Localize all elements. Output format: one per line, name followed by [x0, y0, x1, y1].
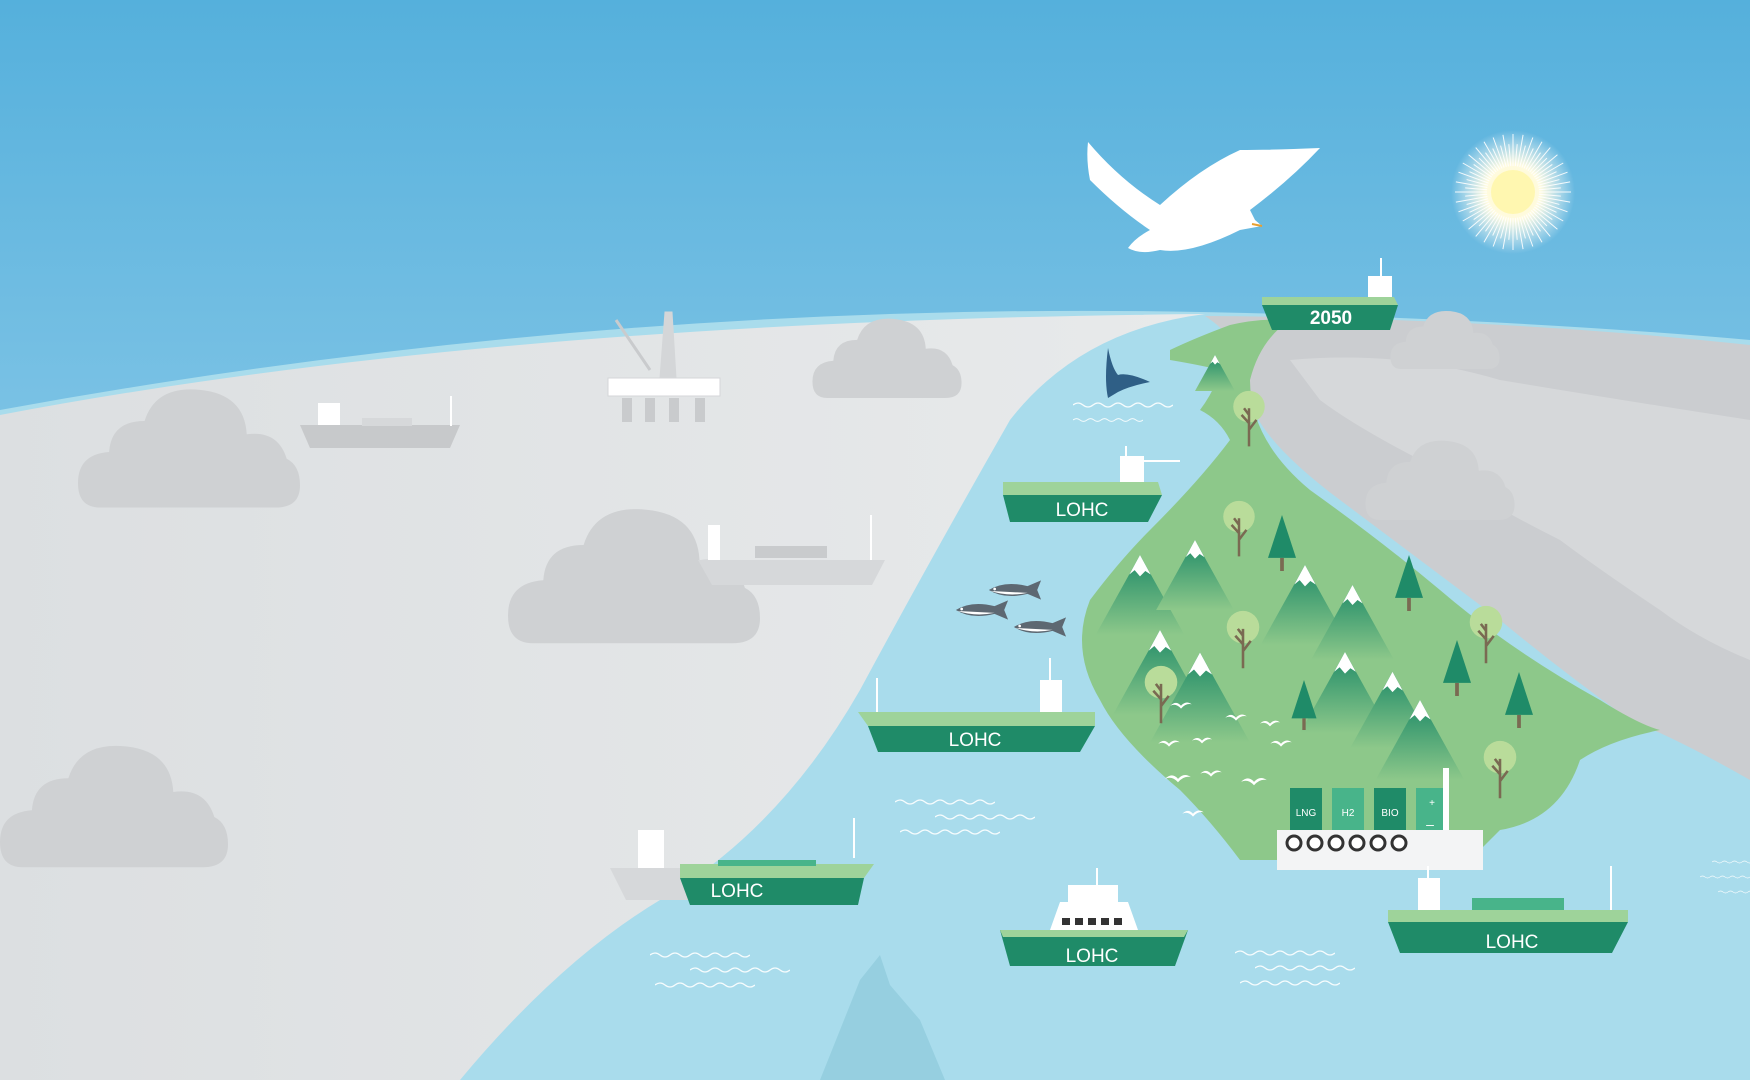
- tire-fender-icon: [1390, 834, 1408, 852]
- tire-fender-icon: [1327, 834, 1345, 852]
- ship-lohc-2: LOHC: [858, 658, 1095, 752]
- ship-label: LOHC: [1056, 500, 1109, 521]
- tank-label: LNG: [1296, 808, 1317, 819]
- grey-ship: [698, 515, 885, 585]
- ship-lohc-5: LOHC: [1388, 866, 1628, 953]
- grey-land-right-detail: [1290, 357, 1750, 660]
- tank-label: +: [1429, 798, 1435, 809]
- grey-land-left: [0, 314, 1205, 1080]
- fuel-tank: BIO: [1374, 788, 1406, 830]
- oil-rig-icon: [607, 311, 721, 422]
- seagull-icon: [1087, 142, 1320, 253]
- tire-fender-icon: [1348, 834, 1366, 852]
- ship-lohc-3: LOHC: [680, 818, 874, 905]
- ship-lohc-1: LOHC: [1003, 446, 1180, 522]
- fuel-station: LNG H2 BIO + –: [1277, 768, 1483, 870]
- ship-2050: 2050: [1262, 258, 1398, 330]
- sun-icon: [1451, 130, 1575, 254]
- ship-label: LOHC: [1486, 932, 1539, 953]
- tire-fender-icon: [1369, 834, 1387, 852]
- whale-tail-icon: [1106, 348, 1150, 398]
- ferry-windows: [1062, 918, 1122, 925]
- battery-minus: –: [1426, 816, 1434, 832]
- ship-label: LOHC: [949, 730, 1002, 751]
- ship-lohc-ferry: LOHC: [1000, 868, 1188, 967]
- sea-shadow: [820, 955, 945, 1080]
- tire-fender-icon: [1306, 834, 1324, 852]
- fuel-tank: H2: [1332, 788, 1364, 830]
- ship-label: 2050: [1310, 308, 1352, 329]
- battery-icon: +: [1416, 788, 1448, 830]
- tank-label: BIO: [1381, 808, 1398, 819]
- ship-label: LOHC: [711, 881, 764, 902]
- grey-ship: [300, 396, 460, 448]
- fuel-tank: LNG: [1290, 788, 1322, 830]
- tank-label: H2: [1342, 808, 1355, 819]
- tire-fender-icon: [1285, 834, 1303, 852]
- ship-label: LOHC: [1066, 946, 1119, 967]
